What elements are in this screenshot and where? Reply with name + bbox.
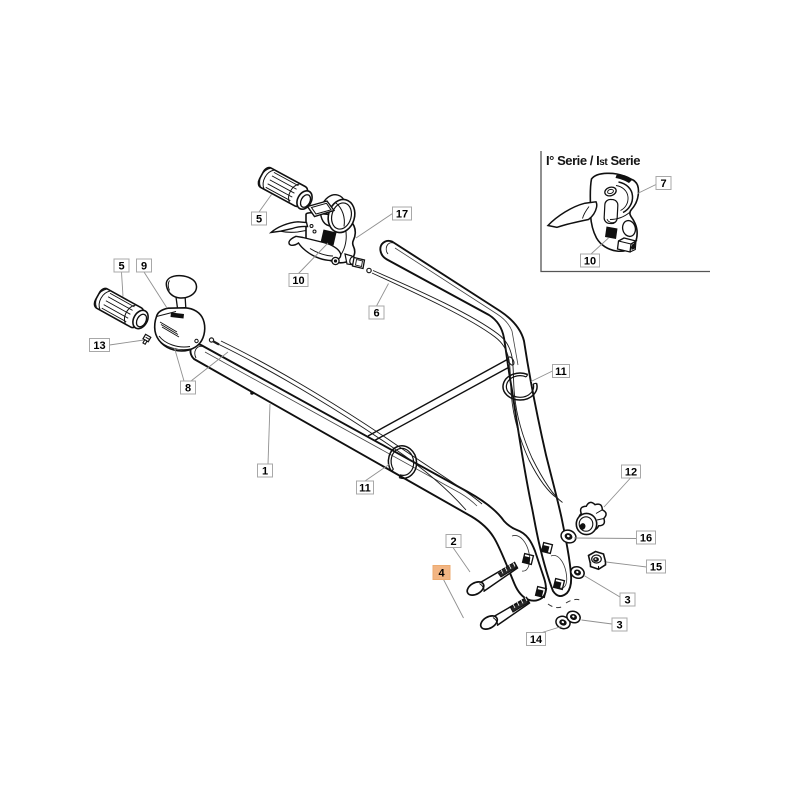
svg-text:9: 9 xyxy=(141,261,147,273)
svg-text:4: 4 xyxy=(438,568,445,580)
svg-text:15: 15 xyxy=(650,562,662,574)
svg-text:5: 5 xyxy=(256,214,262,226)
svg-text:11: 11 xyxy=(359,483,371,495)
svg-text:6: 6 xyxy=(373,308,379,320)
svg-text:8: 8 xyxy=(185,383,191,395)
svg-text:2: 2 xyxy=(450,536,456,548)
svg-text:17: 17 xyxy=(396,209,408,221)
svg-text:10: 10 xyxy=(292,275,304,287)
svg-text:11: 11 xyxy=(555,366,567,378)
svg-text:12: 12 xyxy=(625,467,637,479)
svg-text:3: 3 xyxy=(616,620,622,632)
svg-text:16: 16 xyxy=(640,533,652,545)
svg-text:7: 7 xyxy=(660,178,666,190)
svg-text:I° Serie / Ist Serie: I° Serie / Ist Serie xyxy=(546,153,640,168)
svg-text:5: 5 xyxy=(118,261,124,273)
svg-text:1: 1 xyxy=(262,466,268,478)
svg-text:3: 3 xyxy=(624,595,630,607)
svg-text:14: 14 xyxy=(530,634,543,646)
svg-text:13: 13 xyxy=(93,340,105,352)
svg-text:10: 10 xyxy=(584,256,596,268)
